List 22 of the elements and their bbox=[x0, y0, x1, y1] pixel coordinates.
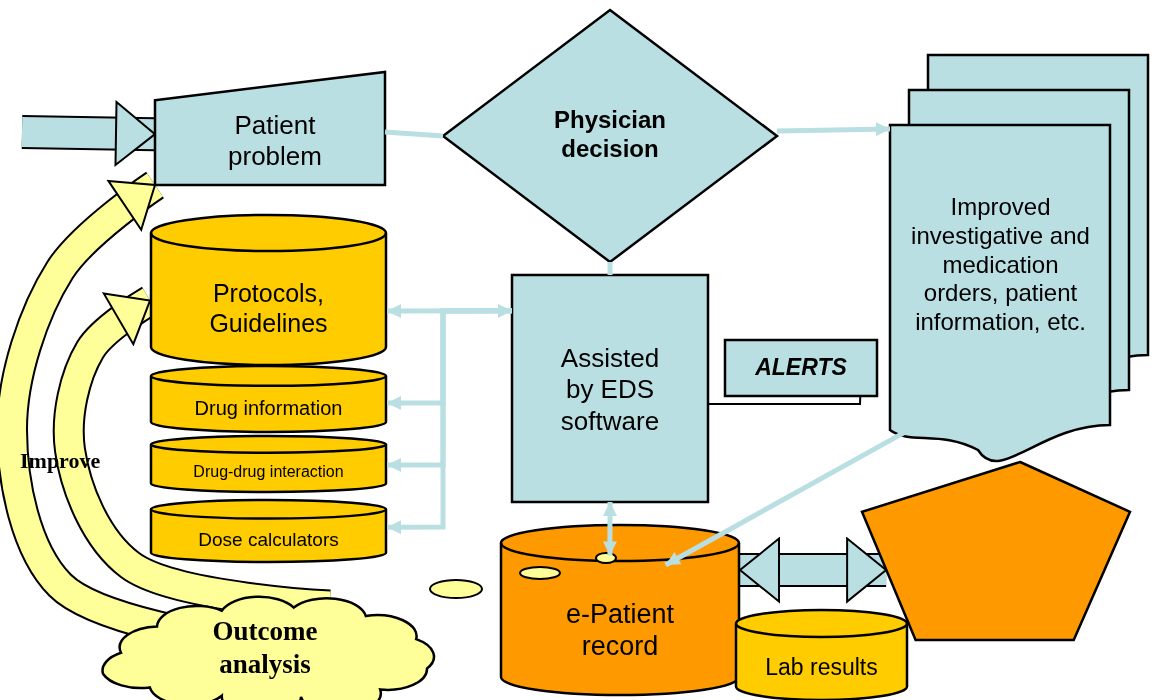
process-box bbox=[155, 72, 385, 185]
node-label: Dose calculators bbox=[197, 527, 340, 552]
database-cylinder bbox=[150, 436, 387, 492]
software-box bbox=[512, 275, 708, 502]
node-label: Outcome analysis bbox=[211, 615, 319, 681]
database-cylinder bbox=[150, 366, 387, 432]
alert-box bbox=[725, 340, 877, 396]
node-label: Assisted by EDS software bbox=[559, 342, 661, 438]
node-label: Patient problem bbox=[227, 108, 323, 173]
node-label: Drug information bbox=[193, 396, 344, 421]
decision-diamond bbox=[443, 10, 777, 262]
database-cylinder bbox=[150, 500, 387, 562]
pentagon-shape bbox=[862, 462, 1130, 640]
database-cylinder bbox=[500, 525, 740, 695]
node-label: ALERTS bbox=[754, 353, 848, 383]
node-label: Protocols, Guidelines bbox=[208, 277, 329, 339]
node-label: Improved investigative and medication orders, patient information, etc. bbox=[910, 192, 1091, 338]
node-label: Lab results bbox=[764, 653, 879, 683]
database-cylinder bbox=[735, 610, 908, 700]
node-label: Drug-drug interaction bbox=[192, 462, 345, 483]
node-label: Physician decision bbox=[552, 105, 668, 164]
node-label: e-Patient record bbox=[564, 597, 676, 663]
